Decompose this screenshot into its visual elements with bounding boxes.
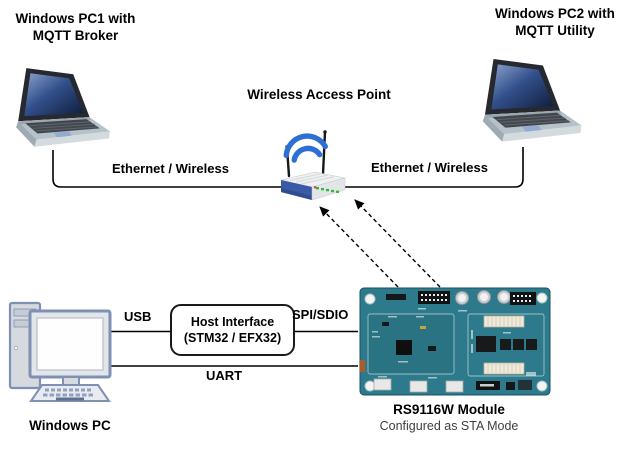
host-interface-line2: (STM32 / EFX32) [183,331,282,345]
pc1-label: Windows PC1 with MQTT Broker [8,10,143,45]
pc2-label: Windows PC2 with MQTT Utility [486,5,624,40]
wireless-arrow-1 [319,206,399,288]
usb-label: USB [124,309,152,324]
laptop-icon-pc1 [16,68,110,147]
wireless-arrow-2 [354,199,441,288]
uart-label: UART [206,368,243,383]
pc2-label-line2: MQTT Utility [515,23,595,39]
silkscreen-marks [372,308,536,379]
pcb-board-icon [359,287,551,396]
wifi-arcs-icon [283,133,328,163]
keyboard-keys [43,388,93,397]
desktop-computer-icon [8,301,112,402]
ethernet-right-label: Ethernet / Wireless [371,160,488,175]
ap-led-lights [316,187,339,193]
laptop-icon-pc2 [482,59,582,142]
ethernet-left-label: Ethernet / Wireless [112,161,229,176]
pc1-label-line1: Windows PC1 with [15,11,136,26]
header-pins [421,294,447,301]
access-point-label: Wireless Access Point [247,87,391,102]
windows-pc-label: Windows PC [29,418,111,433]
wireless-router-icon [280,130,346,201]
spi-sdio-label: SPI/SDIO [292,307,349,322]
rs9116w-module-subtitle: Configured as STA Mode [379,419,519,433]
host-interface-line1: Host Interface [190,314,275,329]
push-buttons [455,290,511,305]
pc2-label-line1: Windows PC2 with [495,6,615,21]
pc1-label-line2: MQTT Broker [32,28,119,44]
rs9116w-module-title: RS9116W Module [393,402,505,417]
host-interface-box: Host Interface (STM32 / EFX32) [170,304,295,356]
